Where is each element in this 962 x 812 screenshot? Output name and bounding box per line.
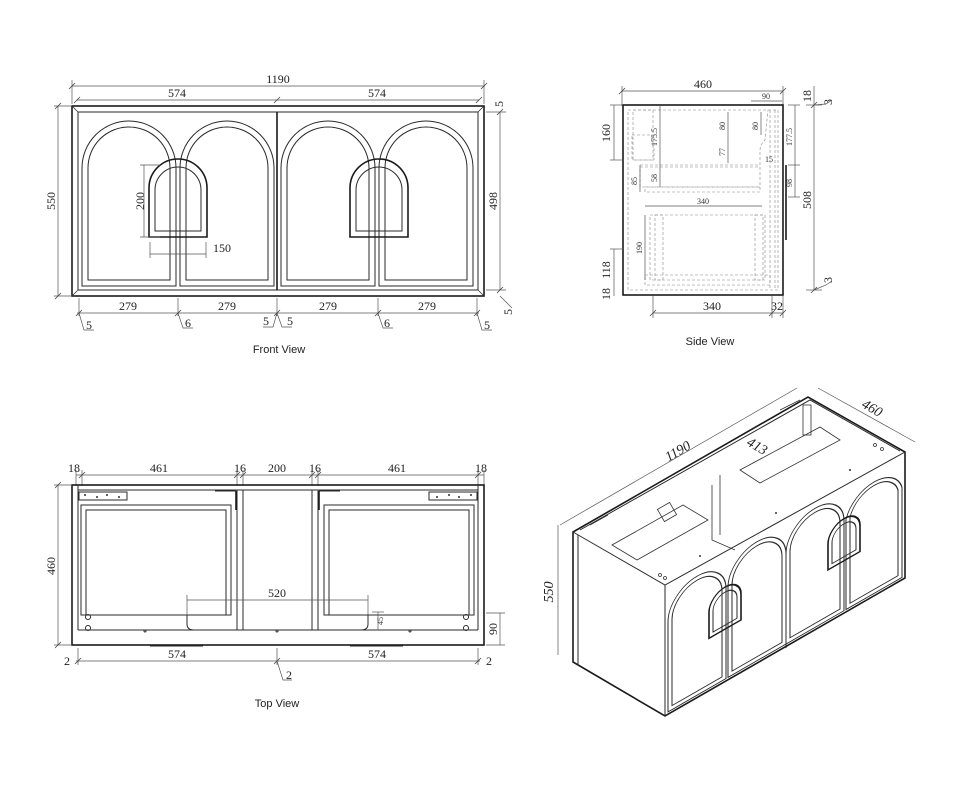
svg-text:550: 550 — [542, 582, 557, 603]
svg-text:3: 3 — [821, 277, 835, 283]
iso-body — [572, 396, 906, 717]
svg-text:279: 279 — [319, 299, 337, 313]
svg-text:18: 18 — [68, 461, 80, 475]
svg-text:5: 5 — [287, 314, 293, 328]
top-view-caption: Top View — [255, 698, 299, 710]
svg-text:177.5: 177.5 — [785, 128, 794, 146]
svg-text:16: 16 — [234, 461, 246, 475]
svg-text:160: 160 — [599, 124, 613, 142]
svg-text:5: 5 — [492, 101, 506, 107]
svg-text:340: 340 — [703, 299, 721, 313]
svg-text:1190: 1190 — [663, 439, 694, 465]
svg-text:279: 279 — [119, 299, 137, 313]
dim-overall-height: 550 — [44, 102, 72, 300]
svg-text:6: 6 — [384, 316, 390, 330]
svg-text:574: 574 — [168, 647, 186, 661]
svg-text:1190: 1190 — [266, 72, 290, 86]
svg-text:460: 460 — [44, 557, 58, 575]
dim-door-widths: 574 574 — [73, 86, 483, 104]
svg-text:520: 520 — [268, 586, 286, 600]
svg-text:200: 200 — [133, 192, 147, 210]
svg-text:498: 498 — [486, 192, 500, 210]
cabinet-frame — [71, 105, 485, 297]
svg-text:45: 45 — [376, 617, 385, 625]
svg-text:2: 2 — [286, 668, 292, 682]
svg-text:90: 90 — [762, 92, 770, 101]
svg-text:2: 2 — [64, 654, 70, 668]
mount-bracket-left — [78, 491, 128, 501]
svg-text:90: 90 — [486, 623, 500, 635]
mount-bracket-right — [428, 491, 478, 501]
svg-text:85: 85 — [630, 177, 639, 185]
svg-text:508: 508 — [800, 191, 814, 209]
svg-text:574: 574 — [368, 647, 386, 661]
svg-text:279: 279 — [218, 299, 236, 313]
top-view: 18 461 16 200 16 461 18 — [44, 461, 505, 710]
svg-text:550: 550 — [44, 192, 58, 210]
svg-text:98: 98 — [785, 179, 794, 187]
front-view: 1190 574 574 — [44, 72, 515, 356]
svg-text:80: 80 — [718, 122, 727, 130]
svg-text:3: 3 — [821, 99, 835, 105]
svg-text:150: 150 — [213, 241, 231, 255]
svg-text:16: 16 — [309, 461, 321, 475]
svg-text:200: 200 — [268, 461, 286, 475]
svg-text:5: 5 — [263, 314, 269, 328]
svg-text:5: 5 — [86, 318, 92, 332]
dim-overall-width: 1190 — [68, 72, 488, 104]
svg-text:460: 460 — [694, 77, 712, 91]
isometric-view: 1190 460 550 413 — [542, 387, 916, 717]
svg-text:340: 340 — [697, 197, 709, 206]
door-left — [81, 120, 275, 287]
svg-text:460: 460 — [859, 397, 885, 420]
svg-text:279: 279 — [418, 299, 436, 313]
svg-text:190: 190 — [635, 242, 644, 254]
svg-text:461: 461 — [150, 461, 168, 475]
svg-text:574: 574 — [368, 86, 386, 100]
svg-text:6: 6 — [185, 316, 191, 330]
svg-text:574: 574 — [168, 86, 186, 100]
top-outline — [71, 484, 485, 646]
side-outline — [622, 104, 784, 296]
iso-doors — [667, 476, 903, 713]
svg-text:80: 80 — [751, 122, 760, 130]
handle-right — [349, 158, 409, 238]
svg-text:413: 413 — [744, 435, 770, 458]
door-right — [280, 120, 474, 287]
svg-text:118: 118 — [599, 261, 613, 279]
handle-left — [148, 158, 208, 238]
svg-text:175.5: 175.5 — [650, 128, 659, 146]
svg-text:5: 5 — [484, 318, 490, 332]
dim-door-height: 498 5 5 — [486, 101, 515, 315]
svg-text:461: 461 — [388, 461, 406, 475]
side-view-caption: Side View — [686, 336, 735, 348]
dim-handle: 200 150 — [133, 164, 231, 258]
svg-text:5: 5 — [501, 309, 515, 315]
svg-text:2: 2 — [486, 654, 492, 668]
front-view-caption: Front View — [253, 344, 305, 356]
side-view: 460 90 175.5 80 77 80 15 85 58 340 — [599, 77, 835, 348]
svg-text:32: 32 — [771, 299, 783, 313]
svg-text:58: 58 — [650, 174, 659, 182]
dim-panels: 279 279 279 279 5 6 5 5 6 5 — [75, 298, 492, 332]
svg-text:18: 18 — [800, 90, 814, 102]
svg-text:15: 15 — [765, 155, 773, 164]
svg-text:77: 77 — [718, 148, 727, 156]
svg-text:18: 18 — [599, 288, 613, 300]
svg-text:18: 18 — [475, 461, 487, 475]
